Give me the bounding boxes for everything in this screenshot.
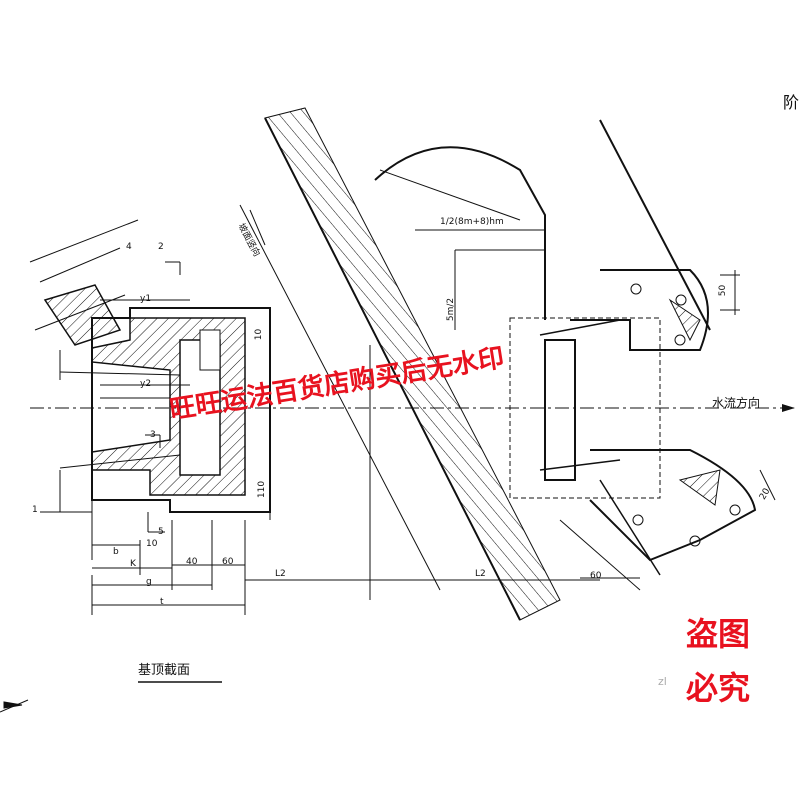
- half-m-label: 5m/2: [446, 297, 457, 322]
- watermark-stamp-line2: 必究: [686, 669, 751, 707]
- dim-one: 1: [32, 505, 38, 515]
- dim-g: g: [146, 577, 152, 587]
- flow-direction-label: 水流方向: [712, 396, 761, 410]
- dim-k: K: [130, 559, 136, 569]
- base-section-drawing: [29, 219, 600, 683]
- dim-four: 4: [126, 242, 132, 252]
- dim-b: b: [113, 547, 119, 557]
- flow-arrow: [782, 404, 795, 412]
- dim-110: 110: [257, 480, 268, 499]
- outlet-structure-drawing: [374, 119, 776, 591]
- corner-char: 阶: [783, 93, 800, 112]
- dim-sixty: 60: [590, 571, 602, 581]
- dim-three: 3: [150, 430, 156, 440]
- dim-40: 40: [186, 557, 198, 567]
- dim-t: t: [160, 597, 164, 607]
- zl-label: zl: [658, 675, 667, 688]
- slope-drawing: [239, 107, 561, 621]
- dim-five: 5: [158, 527, 164, 537]
- watermark-stamp-line1: 盗图: [686, 615, 751, 653]
- dim-60: 60: [222, 557, 234, 567]
- dim-10: 10: [146, 539, 158, 549]
- dim-two: 2: [158, 242, 164, 252]
- dim-10-side: 10: [254, 328, 265, 341]
- dim-y1: y1: [140, 294, 152, 304]
- slope-note-label: 1/2(8m+8)hm: [440, 217, 504, 227]
- dim-50: 50: [718, 284, 729, 297]
- dim-y2: y2: [140, 379, 152, 389]
- ucs-icon: [0, 699, 29, 713]
- section-title: 基顶截面: [138, 663, 191, 678]
- dim-l2-b: L2: [475, 569, 486, 579]
- dim-l2-a: L2: [275, 569, 286, 579]
